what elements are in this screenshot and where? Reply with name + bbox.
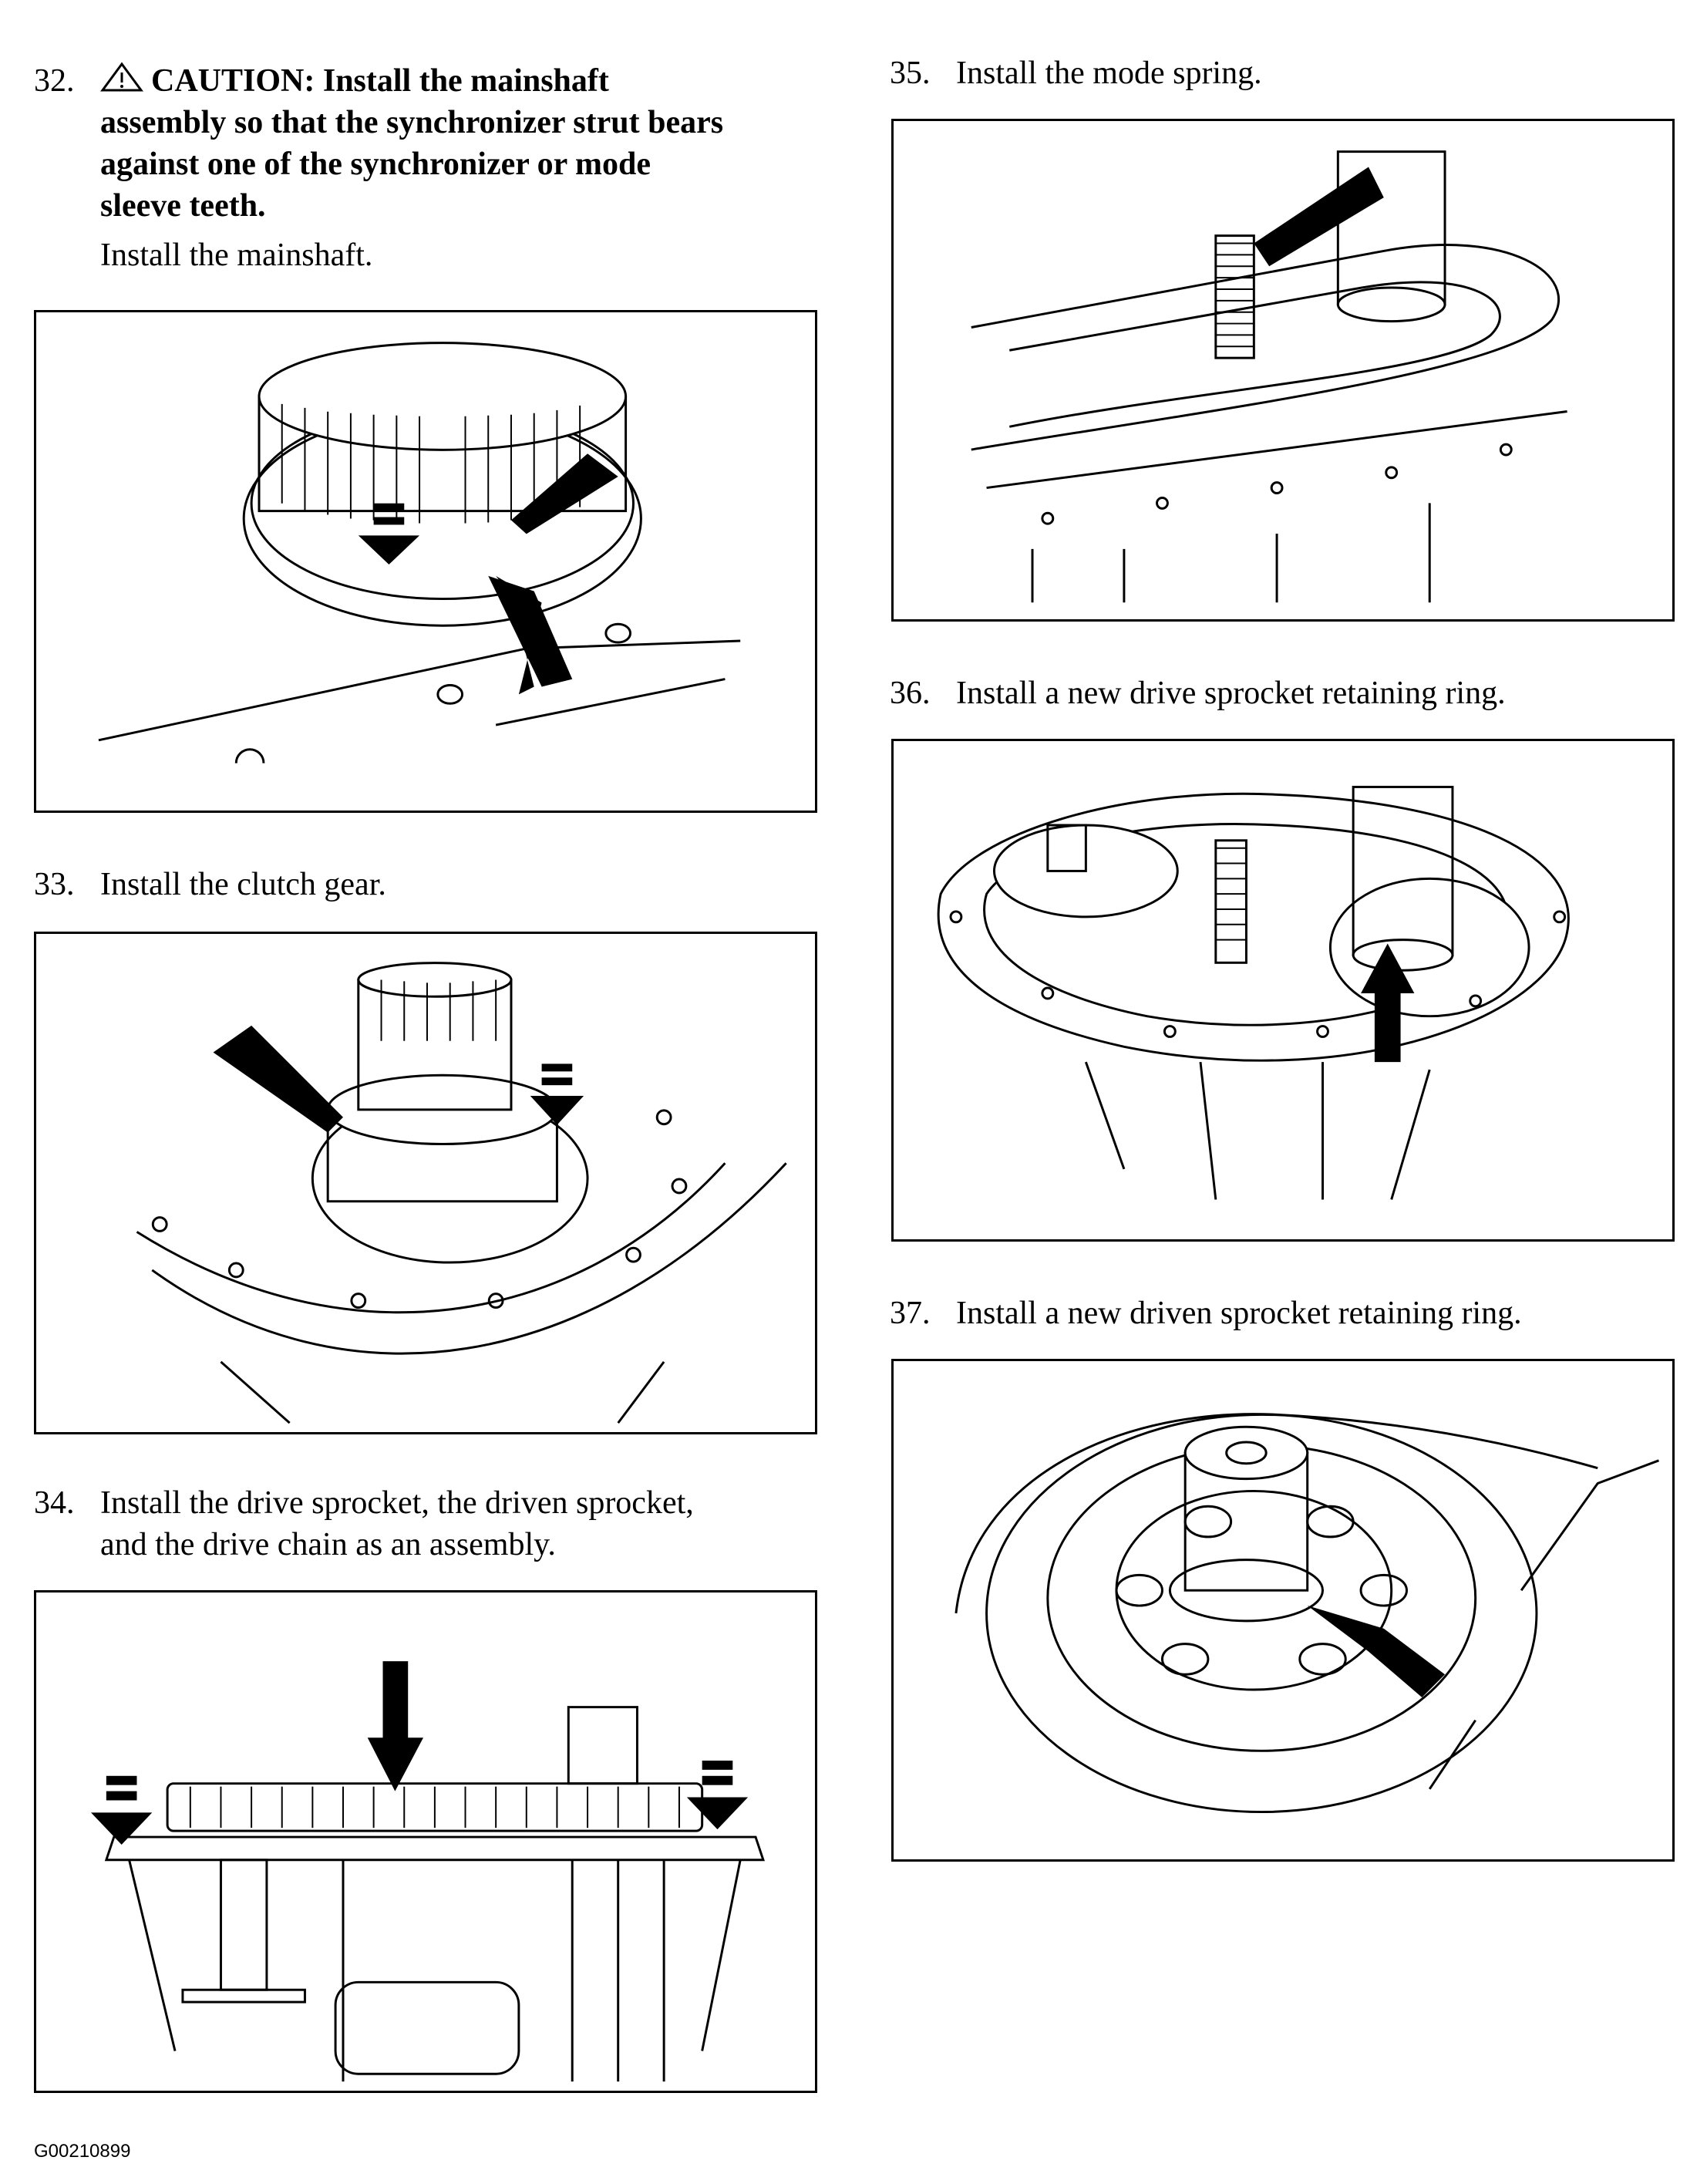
figure-install-drive-sprocket-ring — [891, 739, 1675, 1242]
caution-line-4: sleeve teeth. — [100, 188, 266, 224]
caution-line-3: against one of the synchronizer or mode — [100, 147, 651, 182]
step-number: 35. — [890, 56, 931, 91]
step-text: Install the mainshaft. — [100, 238, 373, 273]
step-text-line-1: Install the drive sprocket, the driven s… — [100, 1485, 694, 1521]
caution-line-2: assembly so that the synchronizer strut … — [100, 105, 724, 140]
caution-label: CAUTION: — [151, 63, 315, 99]
step-number: 32. — [34, 63, 75, 99]
step-text: Install the clutch gear. — [100, 867, 386, 902]
step-text: Install a new drive sprocket retaining r… — [956, 676, 1506, 711]
figure-install-sprockets-chain — [34, 1590, 817, 2093]
step-text: Install the mode spring. — [956, 56, 1262, 91]
step-number: 37. — [890, 1296, 931, 1331]
step-text-line-2: and the drive chain as an assembly. — [100, 1527, 556, 1562]
figure-install-driven-sprocket-ring — [891, 1359, 1675, 1862]
step-number: 36. — [890, 676, 931, 711]
step-text: Install a new driven sprocket retaining … — [956, 1296, 1522, 1331]
step-number: 34. — [34, 1485, 75, 1521]
caution-line-1: Install the mainshaft — [322, 63, 609, 99]
figure-install-clutch-gear — [34, 932, 817, 1434]
warning-triangle-icon — [100, 62, 143, 92]
figure-id: G00210899 — [34, 2141, 131, 2162]
figure-install-mainshaft — [34, 310, 817, 813]
figure-install-mode-spring — [891, 119, 1675, 622]
step-number: 33. — [34, 867, 75, 902]
